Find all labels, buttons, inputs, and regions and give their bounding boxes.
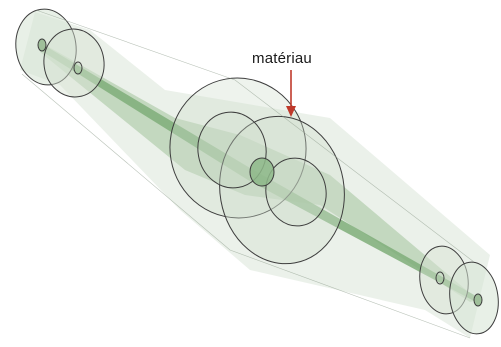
central-hub (249, 157, 275, 187)
material-label: matériau (252, 50, 312, 67)
central-disc-large-front (219, 115, 345, 265)
right-hub (473, 293, 483, 307)
central-disc-mid-front (265, 157, 327, 227)
central-disc-large-back (169, 77, 307, 219)
central-disc-mid-back (197, 111, 267, 189)
left-end-disc-inner (43, 28, 105, 98)
right-hub-ring (435, 271, 445, 285)
envelope-edge-bottom (21, 73, 471, 339)
left-hub-ring (73, 61, 83, 75)
envelope-edge-top (35, 9, 475, 263)
left-hub (37, 38, 47, 52)
central-shaft-core (40, 44, 476, 301)
material-pointer-arrow (286, 70, 296, 117)
